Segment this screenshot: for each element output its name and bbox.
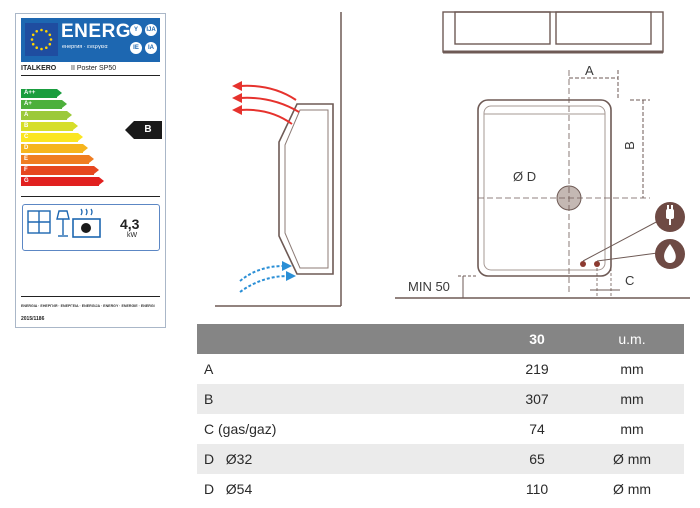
row-label: D Ø54: [204, 481, 253, 497]
footer-languages: ENERGIA · ЕНЕРГИЯ · ΕΝΕΡΓΕΙΑ · ENERGIJA …: [21, 304, 155, 308]
flame-icon: [81, 223, 91, 233]
lamp-icon: [56, 210, 70, 237]
row-value: 74: [529, 421, 545, 437]
pictogram-box: [22, 204, 160, 251]
energy-class-bar: G: [21, 177, 104, 186]
hot-air-arrow-icon: [239, 84, 300, 125]
heater-icon: [72, 208, 101, 238]
row-label: D Ø32: [204, 451, 253, 467]
lang-badge: Y: [130, 24, 142, 36]
table-row: B 307 mm: [197, 384, 684, 414]
eu-flag-icon: [25, 23, 58, 56]
product-class-indicator: B: [125, 121, 162, 139]
heater-front-view: [477, 99, 612, 277]
divider: [21, 296, 160, 297]
energy-class-bar: A: [21, 111, 72, 120]
row-value: 219: [525, 361, 549, 377]
gas-flame-icon: [655, 239, 685, 269]
row-label: C (gas/gaz): [204, 421, 277, 437]
energy-class-bar: E: [21, 155, 94, 164]
row-unit: mm: [620, 391, 644, 407]
model-name: II Poster SP50: [71, 65, 117, 72]
cold-air-arrow-icon: [239, 265, 289, 293]
technical-drawing: [215, 11, 690, 307]
energy-class-bar: D: [21, 144, 88, 153]
energy-class-bar: A+: [21, 100, 67, 109]
row-unit: Ø mm: [612, 481, 652, 497]
lang-badge: IA: [145, 42, 157, 54]
brand-name: ITALKERO: [21, 65, 57, 72]
energy-label-header: ENERG енергия · ενεργεια Y IJA IE IA: [21, 18, 160, 62]
dimension-label-a: A: [585, 63, 594, 78]
power-value: 4,3: [120, 216, 140, 232]
divider: [21, 196, 160, 197]
energy-label: ENERG енергия · ενεργεια Y IJA IE IA ITA…: [15, 13, 166, 328]
row-value: 307: [525, 391, 549, 407]
table-row: A 219 mm: [197, 354, 684, 384]
energy-label-title: ENERG: [61, 21, 132, 42]
row-label: B: [204, 391, 214, 407]
dimension-label-c: C: [625, 273, 635, 288]
dimension-label-b: B: [621, 141, 637, 150]
lang-badge: IE: [130, 42, 142, 54]
power-unit: kW: [127, 232, 138, 239]
energy-class-bar: F: [21, 166, 99, 175]
energy-class-bar: A++: [21, 89, 62, 98]
divider: [21, 75, 160, 76]
heater-side-view: [278, 103, 334, 275]
row-label: A: [204, 361, 214, 377]
lang-badge: IJA: [145, 24, 157, 36]
window-icon: [27, 210, 51, 234]
min-clearance-label: MIN 50: [408, 279, 450, 294]
table-row: C (gas/gaz) 74 mm: [197, 414, 684, 444]
row-value: 110: [525, 481, 549, 497]
row-unit: mm: [620, 421, 644, 437]
table-row: D Ø54 110 Ø mm: [197, 474, 684, 504]
energy-label-subtitle: енергия · ενεργεια: [62, 44, 108, 50]
energy-class-bar: C: [21, 133, 83, 142]
electric-plug-icon: [655, 202, 685, 232]
dimension-label-d: Ø D: [513, 169, 537, 184]
table-header-cell: u.m.: [618, 331, 646, 347]
table-header-row: 30 u.m.: [197, 324, 684, 354]
table-header-cell: 30: [529, 331, 545, 347]
window-frame: [442, 11, 664, 54]
row-value: 65: [529, 451, 545, 467]
row-unit: mm: [620, 361, 644, 377]
regulation-number: 2015/1186: [21, 316, 45, 322]
energy-class-bar: B: [21, 122, 78, 131]
row-unit: Ø mm: [612, 451, 652, 467]
dimensions-table: 30 u.m. A 219 mm B 307 mm C (gas/gaz) 74…: [197, 324, 684, 502]
table-row: D Ø32 65 Ø mm: [197, 444, 684, 474]
